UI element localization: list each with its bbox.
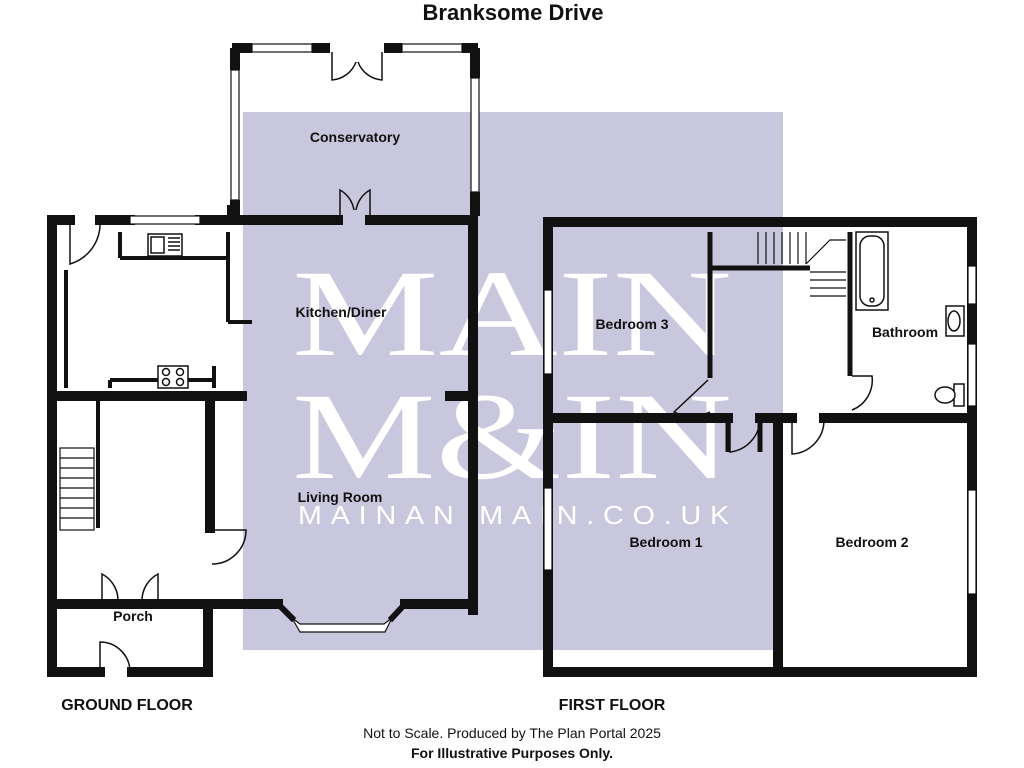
title: Branksome Drive <box>423 0 604 25</box>
conservatory-walls <box>230 43 480 216</box>
ground-doors <box>69 188 371 673</box>
room-label-porch: Porch <box>113 608 153 624</box>
room-label-kitchen-diner: Kitchen/Diner <box>295 304 387 320</box>
footer-disclaimer: For Illustrative Purposes Only. <box>411 745 613 761</box>
conservatory-windows <box>230 43 480 201</box>
first-staircase <box>757 232 846 297</box>
floor-label-ground: GROUND FLOOR <box>61 697 193 714</box>
room-label-bathroom: Bathroom <box>872 324 938 340</box>
conservatory-doors <box>331 52 383 81</box>
toilet-icon <box>934 383 965 407</box>
room-label-bedroom1: Bedroom 1 <box>629 534 702 550</box>
hob-icon <box>157 365 189 389</box>
watermark-line3: MAINAN MAIN.CO.UK <box>298 500 738 530</box>
first-doors <box>672 375 874 455</box>
watermark-line2: M&IN <box>292 368 732 505</box>
ground-windows <box>129 215 393 633</box>
bath-icon <box>855 231 889 311</box>
room-label-bedroom3: Bedroom 3 <box>595 316 668 332</box>
ground-staircase <box>59 447 95 531</box>
room-label-bedroom2: Bedroom 2 <box>835 534 908 550</box>
footer-scale-note: Not to Scale. Produced by The Plan Porta… <box>363 725 661 741</box>
floor-label-first: FIRST FLOOR <box>559 697 666 714</box>
watermark-backdrop <box>243 112 783 650</box>
room-label-living-room: Living Room <box>298 489 383 505</box>
room-label-conservatory: Conservatory <box>310 129 400 145</box>
kitchen-sink-icon <box>147 233 183 257</box>
first-windows <box>543 265 977 595</box>
basin-icon <box>945 305 965 337</box>
watermark-line1: MAIN <box>292 245 732 382</box>
